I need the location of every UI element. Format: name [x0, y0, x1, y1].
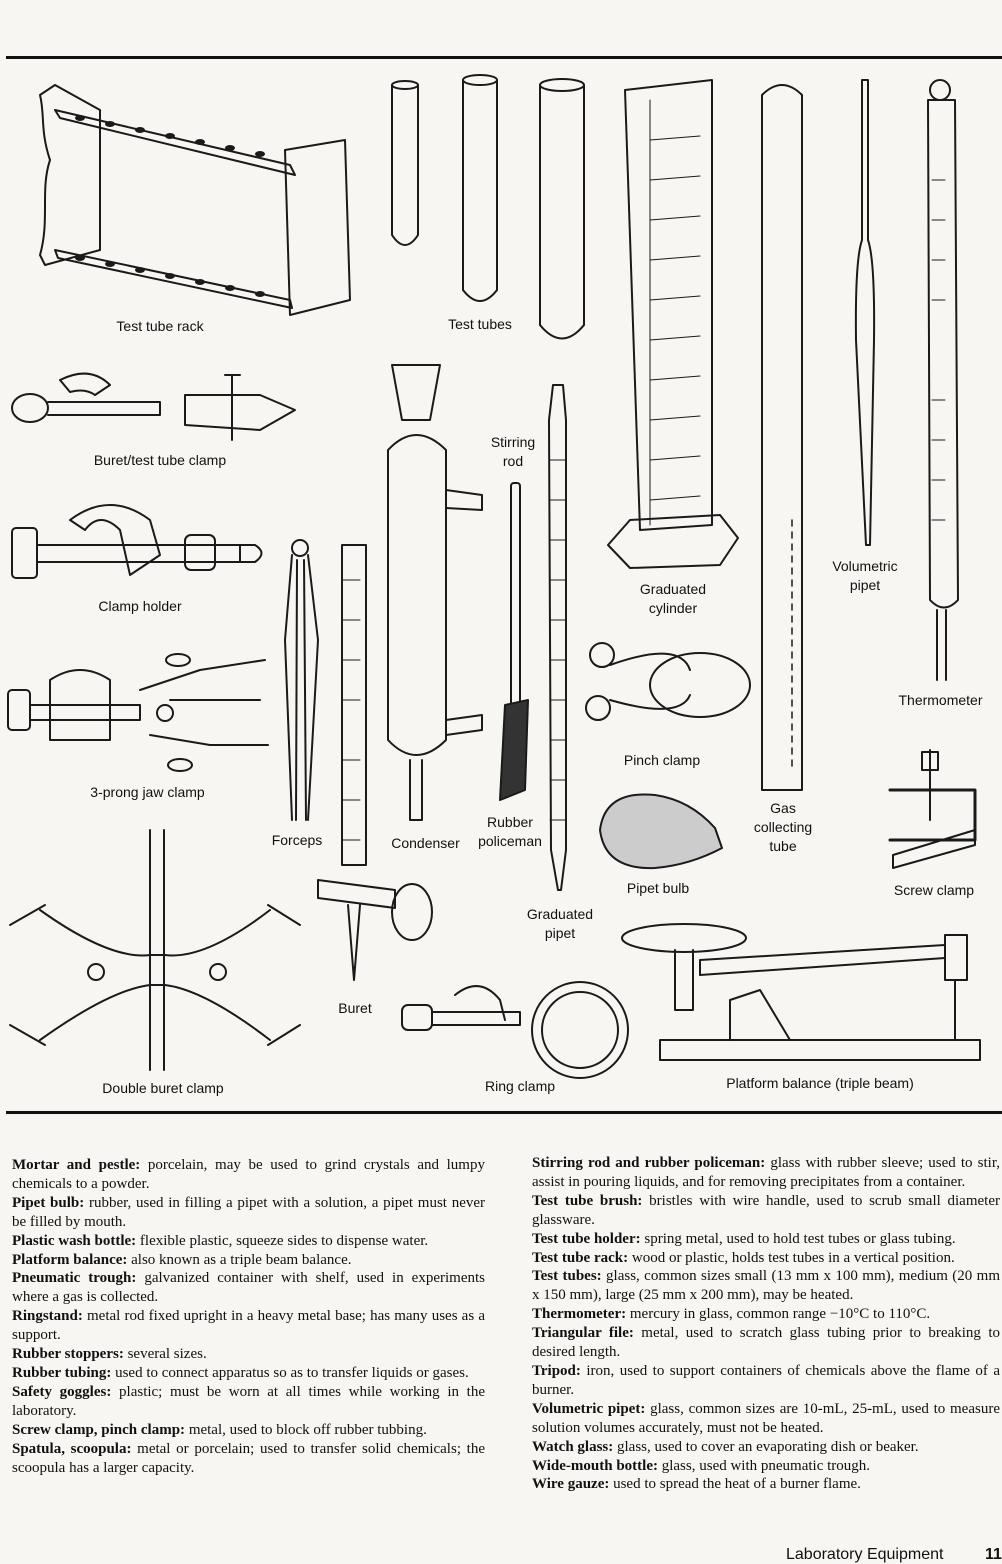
- page-number: 11: [985, 1546, 1002, 1563]
- label-pipet-bulb: Pipet bulb: [626, 880, 690, 896]
- pipet-bulb-drawing: [599, 793, 723, 870]
- label-buret-clamp: Buret/test tube clamp: [93, 452, 227, 468]
- definition-entry: Test tube brush: bristles with wire hand…: [532, 1192, 1000, 1228]
- three-prong-clamp-drawing: [7, 653, 269, 772]
- double-buret-clamp-drawing: [9, 829, 301, 1071]
- top-rule: [6, 56, 1002, 59]
- label-three-prong-clamp: 3-prong jaw clamp: [90, 784, 205, 800]
- definition-entry: Screw clamp, pinch clamp: metal, used to…: [12, 1421, 427, 1438]
- definition-entry: Thermometer: mercury in glass, common ra…: [532, 1306, 931, 1323]
- definition-entry: Stirring rod and rubber policeman: glass…: [532, 1155, 1000, 1190]
- definition-entry: Tripod: iron, used to support containers…: [532, 1362, 1000, 1398]
- graduated-cylinder-drawing: [607, 79, 739, 569]
- definition-entry: Safety goggles: plastic; must be worn at…: [12, 1383, 486, 1419]
- label-rubber-policeman: Rubber policeman: [478, 814, 542, 849]
- label-thermometer: Thermometer: [898, 692, 983, 708]
- definition-entry: Pneumatic trough: galvanized container w…: [12, 1270, 485, 1306]
- label-clamp-holder: Clamp holder: [98, 598, 182, 614]
- definition-entry: Rubber stoppers: several sizes.: [12, 1346, 207, 1363]
- label-test-tube-rack: Test tube rack: [116, 318, 204, 334]
- label-condenser: Condenser: [391, 835, 460, 851]
- label-graduated-cylinder: Graduated cylinder: [639, 581, 707, 616]
- forceps-drawing: [284, 539, 319, 821]
- footer-section-title: Laboratory Equipment: [786, 1546, 944, 1563]
- definition-entry: Plastic wash bottle: flexible plastic, s…: [12, 1232, 429, 1249]
- label-stirring-rod: Stirring rod: [490, 434, 536, 469]
- definition-entry: Test tubes: glass, common sizes small (1…: [532, 1268, 1000, 1304]
- buret-clamp-drawing: [11, 372, 296, 441]
- middle-rule: [6, 1111, 1002, 1114]
- label-platform-balance: Platform balance (triple beam): [726, 1075, 914, 1091]
- label-volumetric-pipet: Volumetric pipet: [832, 558, 898, 593]
- label-test-tubes: Test tubes: [448, 316, 512, 332]
- test-tubes-drawing: [391, 74, 585, 340]
- label-pinch-clamp: Pinch clamp: [623, 752, 701, 768]
- label-ring-clamp: Ring clamp: [484, 1078, 556, 1094]
- definition-entry: Wire gauze: used to spread the heat of a…: [532, 1476, 861, 1493]
- definitions-left-column: Mortar and pestle: porcelain, may be use…: [12, 1156, 485, 1477]
- definition-entry: Volumetric pipet: glass, common sizes ar…: [532, 1400, 1000, 1436]
- clamp-holder-drawing: [11, 504, 263, 579]
- definition-entry: Watch glass: glass, used to cover an eva…: [532, 1438, 919, 1455]
- stirring-rod-drawing: [499, 482, 529, 801]
- definition-entry: Mortar and pestle: porcelain, may be use…: [12, 1157, 485, 1192]
- definition-entry: Wide-mouth bottle: glass, used with pneu…: [532, 1457, 871, 1474]
- definition-entry: Test tube holder: spring metal, used to …: [532, 1230, 956, 1247]
- label-graduated-pipet: Graduated pipet: [526, 906, 594, 941]
- definition-entry: Ringstand: metal rod fixed upright in a …: [12, 1308, 485, 1344]
- pinch-clamp-drawing: [585, 642, 751, 721]
- volumetric-pipet-drawing: [854, 79, 876, 546]
- thermometer-drawing: [927, 79, 959, 681]
- label-forceps: Forceps: [271, 832, 323, 848]
- platform-balance-drawing: [621, 923, 981, 1061]
- gas-collecting-tube-drawing: [761, 84, 803, 791]
- test-tube-rack-drawing: [39, 84, 351, 316]
- definition-entry: Pipet bulb: rubber, used in filling a pi…: [12, 1194, 486, 1230]
- definitions-right-column: Stirring rod and rubber policeman: glass…: [532, 1154, 1000, 1494]
- graduated-pipet-drawing: [548, 384, 567, 891]
- label-gas-collecting-tube: Gas collecting tube: [753, 800, 813, 854]
- definition-entry: Triangular file: metal, used to scratch …: [532, 1325, 1000, 1361]
- definition-entry: Rubber tubing: used to connect apparatus…: [12, 1364, 469, 1381]
- label-screw-clamp: Screw clamp: [893, 882, 975, 898]
- label-buret: Buret: [338, 1000, 372, 1016]
- definition-entry: Spatula, scoopula: metal or porcelain; u…: [12, 1440, 485, 1476]
- ring-clamp-drawing: [401, 981, 629, 1079]
- label-double-buret-clamp: Double buret clamp: [102, 1080, 224, 1096]
- definition-entry: Platform balance: also known as a triple…: [12, 1251, 352, 1268]
- equipment-figure: [7, 74, 981, 1079]
- buret-drawing: [317, 544, 433, 981]
- condenser-drawing: [387, 364, 483, 821]
- definition-entry: Test tube rack: wood or plastic, holds t…: [532, 1249, 955, 1266]
- screw-clamp-drawing: [888, 749, 977, 869]
